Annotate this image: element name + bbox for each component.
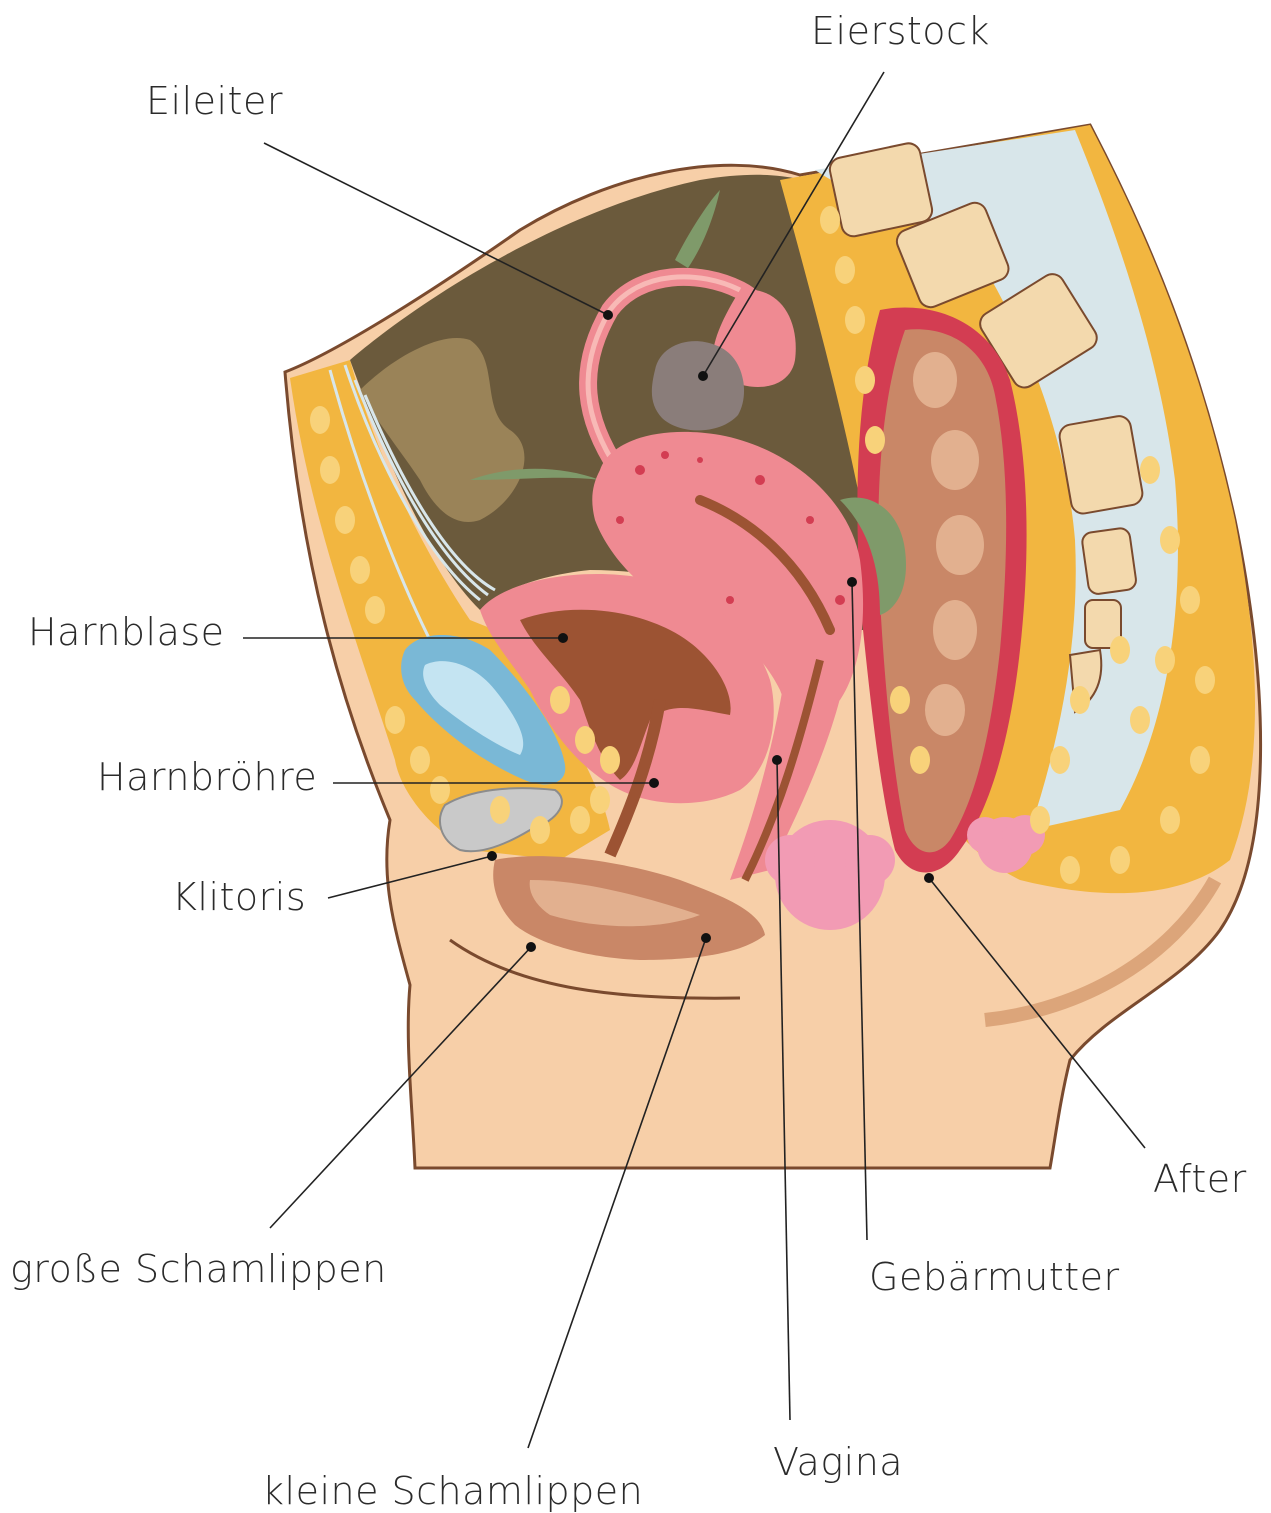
fat-blob (320, 456, 340, 484)
fat-blob (1050, 746, 1070, 774)
fat-blob (1160, 526, 1180, 554)
dot-kleine-schamlippen (701, 933, 711, 943)
fat-blob (845, 306, 865, 334)
ovary (652, 341, 744, 430)
fat-blob (1190, 746, 1210, 774)
dot-harnroehre (649, 778, 659, 788)
fat-blob (600, 746, 620, 774)
label-harnroehre: Harnbröhre (97, 758, 317, 796)
dot-vagina (772, 755, 782, 765)
fat-blob (1070, 686, 1090, 714)
label-gebaermutter: Gebärmutter (869, 1258, 1120, 1296)
fat-blob (1160, 806, 1180, 834)
fat-blob (820, 206, 840, 234)
fat-blob (550, 686, 570, 714)
fat-blob (490, 796, 510, 824)
fat-blob (335, 506, 355, 534)
fat-blob (365, 596, 385, 624)
fat-blob (1110, 636, 1130, 664)
fat-blob (570, 806, 590, 834)
vertebra-4 (1058, 414, 1145, 515)
dot-harnblase (558, 633, 568, 643)
fat-blob (410, 746, 430, 774)
dot-grosse-schamlippen (526, 942, 536, 952)
dot-eierstock (698, 371, 708, 381)
dot-eileiter (603, 310, 613, 320)
dot-gebaermutter (847, 577, 857, 587)
fat-blob (835, 256, 855, 284)
fat-blob (890, 686, 910, 714)
fat-blob (530, 816, 550, 844)
fat-blob (910, 746, 930, 774)
fat-blob (590, 786, 610, 814)
fat-blob (350, 556, 370, 584)
fat-blob (1130, 706, 1150, 734)
fat-blob (1110, 846, 1130, 874)
fat-blob (1060, 856, 1080, 884)
fat-blob (385, 706, 405, 734)
fat-blob (1195, 666, 1215, 694)
dot-after (924, 873, 934, 883)
fat-blob (575, 726, 595, 754)
label-eierstock: Eierstock (811, 12, 990, 50)
fat-blob (865, 426, 885, 454)
label-vagina: Vagina (773, 1443, 903, 1481)
vertebra-5 (1081, 527, 1137, 595)
fat-blob (1180, 586, 1200, 614)
label-grosse-schamlippen: große Schamlippen (10, 1250, 387, 1288)
label-after: After (1153, 1160, 1247, 1198)
fat-blob (430, 776, 450, 804)
label-klitoris: Klitoris (172, 878, 306, 916)
label-eileiter: Eileiter (146, 82, 283, 120)
label-harnblase: Harnblase (28, 613, 225, 651)
dot-klitoris (487, 851, 497, 861)
fat-blob (855, 366, 875, 394)
label-kleine-schamlippen: kleine Schamlippen (262, 1472, 643, 1510)
fat-blob (1030, 806, 1050, 834)
fat-blob (310, 406, 330, 434)
fat-blob (1140, 456, 1160, 484)
fat-blob (1155, 646, 1175, 674)
